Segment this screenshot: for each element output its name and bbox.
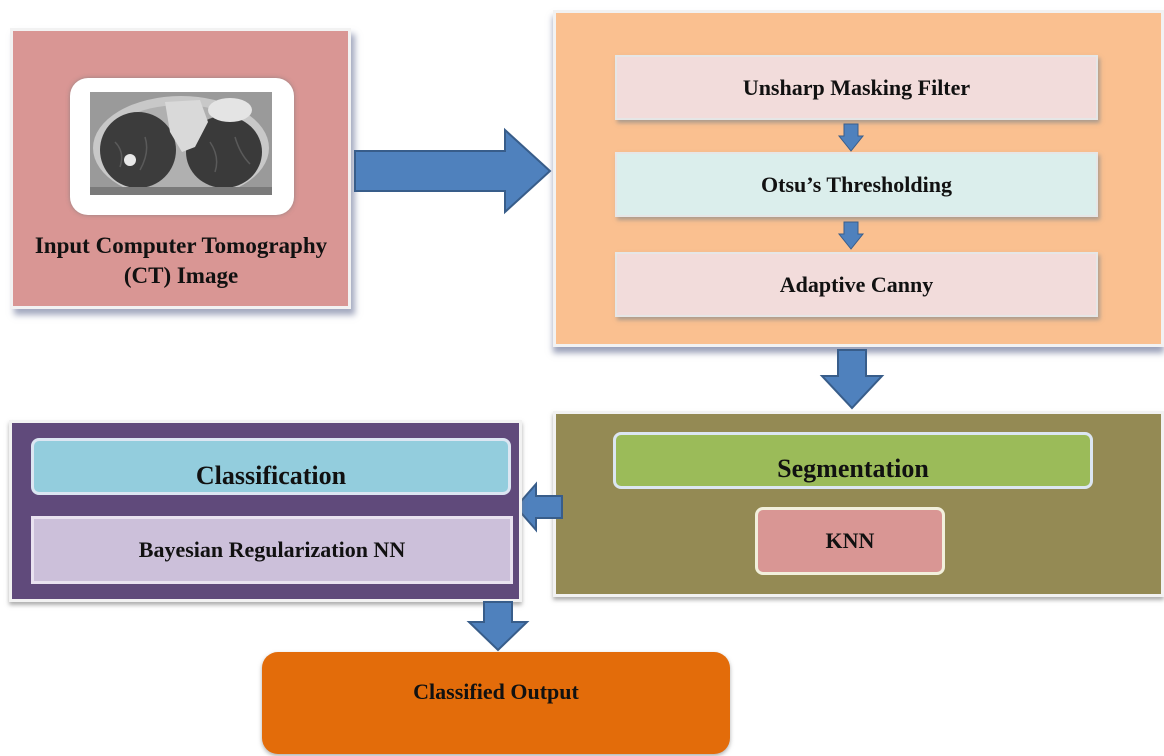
- knn-box: KNN: [755, 507, 945, 575]
- input-ct-label: Input Computer Tomography (CT) Image: [34, 233, 328, 288]
- arrow-left-icon: [514, 481, 563, 533]
- arrow-down-icon: [466, 601, 530, 652]
- classification-header: Classification: [31, 438, 511, 495]
- arrow-right-icon: [354, 127, 552, 215]
- segmentation-title: Segmentation: [777, 454, 929, 483]
- ct-scan-image: [90, 92, 272, 195]
- classified-output-box: [262, 652, 730, 754]
- unsharp-masking-step: [615, 55, 1098, 120]
- adaptive-canny-step: [615, 252, 1098, 317]
- adaptive-canny-label: Adaptive Canny: [779, 271, 934, 297]
- ct-scan-graphic: [90, 92, 272, 195]
- classification-title: Classification: [195, 461, 347, 490]
- arrow-down-small-icon: [837, 123, 865, 152]
- classified-output-label: Classified Output: [413, 679, 579, 704]
- bayesian-regularization-box: Bayesian Regularization NN: [31, 516, 513, 584]
- otsu-thresholding-label: Otsu’s Thresholding: [761, 171, 952, 197]
- unsharp-masking-label: Unsharp Masking Filter: [742, 74, 971, 100]
- arrow-down-small-icon: [837, 221, 865, 250]
- arrow-down-icon: [819, 349, 885, 410]
- otsu-thresholding-step: [615, 152, 1098, 217]
- segmentation-header: Segmentation: [613, 432, 1093, 489]
- bayesian-regularization-label: Bayesian Regularization NN: [138, 537, 406, 562]
- knn-label: KNN: [825, 528, 875, 553]
